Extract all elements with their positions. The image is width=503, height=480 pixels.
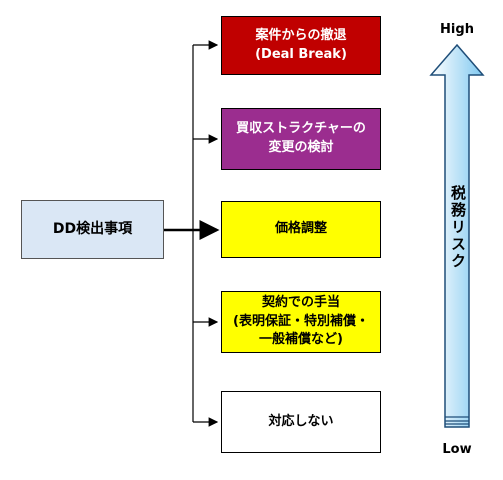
- option-no-action: 対応しない: [221, 391, 381, 453]
- source-label: DD検出事項: [52, 221, 133, 238]
- option-label: 対応しない: [268, 413, 334, 429]
- option-deal-break: 案件からの撤退 (Deal Break): [221, 16, 381, 75]
- risk-axis-label: 税務リスク: [449, 185, 467, 270]
- source-box: DD検出事項: [21, 200, 164, 259]
- option-label: 契約での手当 (表明保証・特別補償・ 一般補償など): [233, 294, 369, 348]
- option-label: 買収ストラクチャーの 変更の検討: [236, 121, 366, 155]
- option-label: 価格調整: [274, 221, 327, 237]
- option-label: 案件からの撤退 (Deal Break): [255, 27, 347, 62]
- scale-high-label: High: [440, 22, 474, 37]
- option-contract-protection: 契約での手当 (表明保証・特別補償・ 一般補償など): [221, 291, 381, 353]
- option-price-adjustment: 価格調整: [221, 201, 381, 258]
- risk-scale-arrow: [429, 43, 485, 428]
- scale-low-label: Low: [442, 442, 472, 457]
- option-structure-change: 買収ストラクチャーの 変更の検討: [221, 108, 381, 170]
